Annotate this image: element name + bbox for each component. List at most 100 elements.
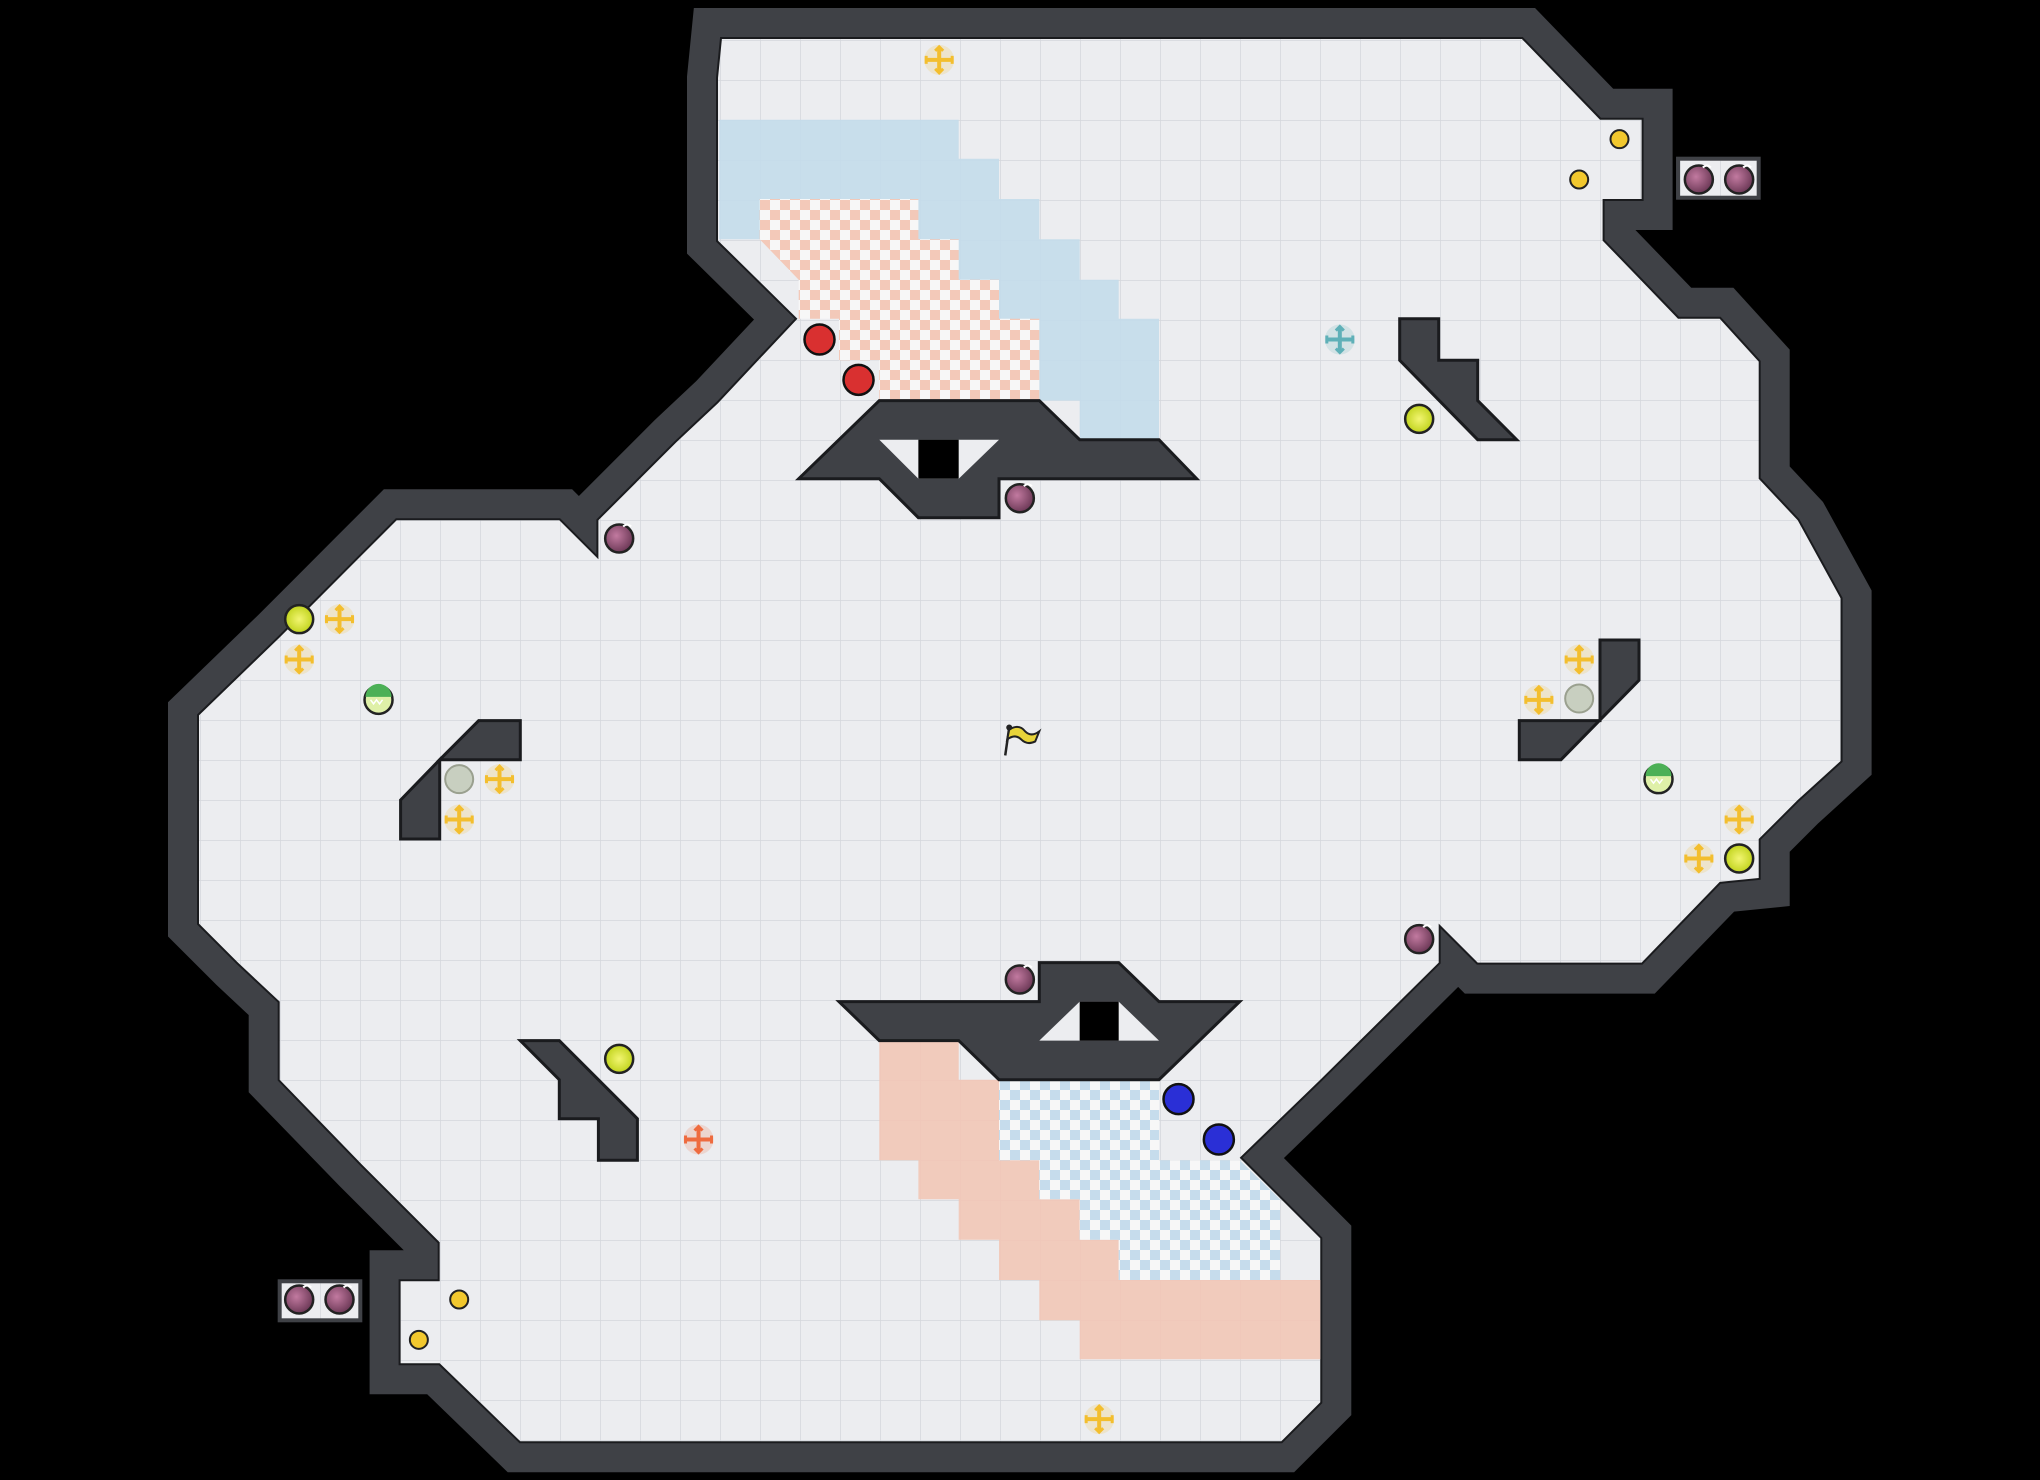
bomb-icon[interactable] xyxy=(603,523,635,554)
portal-icon[interactable] xyxy=(1569,169,1590,190)
bomb-icon[interactable] xyxy=(1403,923,1435,955)
bomb-body xyxy=(1004,482,1036,514)
spike-marker-icon[interactable] xyxy=(1643,763,1674,795)
portal-icon[interactable] xyxy=(449,1289,470,1310)
blue-player-2[interactable] xyxy=(1202,1123,1236,1156)
red-player-2[interactable] xyxy=(842,363,875,397)
bomb-icon[interactable] xyxy=(1683,164,1715,195)
boost-icon[interactable] xyxy=(924,44,955,75)
map-objects[interactable] xyxy=(283,44,1755,1435)
flag-icon[interactable] xyxy=(1003,724,1042,756)
bomb-body xyxy=(1004,964,1036,995)
bomb-body xyxy=(603,523,635,554)
red-checker-zone xyxy=(759,199,1040,401)
boost-arrow xyxy=(294,644,305,652)
bomb-icon[interactable] xyxy=(324,1284,355,1315)
boost-arrow xyxy=(494,787,505,795)
bomb-icon[interactable] xyxy=(1723,164,1755,195)
boost-arrow xyxy=(494,764,505,772)
flag-top xyxy=(1006,724,1013,731)
spike-mark xyxy=(369,698,384,706)
boost-arrow xyxy=(1734,827,1745,835)
blue-team-boost-icon[interactable] xyxy=(1324,324,1355,355)
boost-cross xyxy=(1685,845,1712,872)
inner-wall-top-right xyxy=(1398,317,1521,442)
boost-arrow xyxy=(1533,707,1544,715)
boost-arrow xyxy=(934,44,945,52)
bomb-fuse xyxy=(1702,164,1712,169)
inner-walls xyxy=(399,317,1641,1162)
boost-arrow xyxy=(334,627,345,635)
boost-arrow xyxy=(934,67,945,75)
bomb-icon[interactable] xyxy=(1004,482,1036,514)
portal-icon[interactable] xyxy=(1609,129,1630,150)
red-team-boost-icon[interactable] xyxy=(683,1124,714,1155)
boost-arrow xyxy=(693,1147,704,1155)
boost-arrow xyxy=(1094,1404,1105,1412)
inner-wall-left-a xyxy=(436,719,522,762)
wall-hole-bottom xyxy=(1079,1001,1119,1041)
bomb-fuse xyxy=(342,1284,353,1289)
bomb-fuse xyxy=(1023,964,1033,969)
gate-button-icon[interactable] xyxy=(1564,683,1595,714)
spike-top xyxy=(365,683,392,697)
boost-icon[interactable] xyxy=(1523,684,1554,715)
inner-wall-right xyxy=(1517,638,1641,762)
powerup-icon[interactable] xyxy=(603,1043,635,1075)
boost-icon[interactable] xyxy=(484,764,515,795)
red-player-1[interactable] xyxy=(803,323,836,356)
flag-cloth xyxy=(1005,725,1042,745)
boost-arrow xyxy=(1094,1427,1105,1435)
powerup-icon[interactable] xyxy=(1723,843,1755,874)
bomb-fuse xyxy=(622,523,632,528)
boost-arrow xyxy=(1334,347,1345,355)
powerup-icon[interactable] xyxy=(1403,403,1435,435)
wall-hole-top xyxy=(918,439,959,479)
portal-icon[interactable] xyxy=(408,1329,429,1350)
spike-mark xyxy=(1649,777,1664,785)
boost-cross xyxy=(286,646,313,673)
inner-wall-bottom-center xyxy=(835,961,1244,1082)
boost-icon[interactable] xyxy=(1084,1404,1115,1435)
boost-arrow xyxy=(454,804,465,812)
boost-icon[interactable] xyxy=(284,644,315,675)
team-zones xyxy=(719,119,1321,1360)
bomb-fuse xyxy=(302,1284,312,1289)
gate-button-icon[interactable] xyxy=(444,764,475,795)
boost-cross xyxy=(1566,646,1593,673)
boost-cross xyxy=(926,46,953,73)
boost-arrow xyxy=(693,1124,704,1132)
boost-arrow xyxy=(1574,644,1585,652)
boost-icon[interactable] xyxy=(1564,644,1595,675)
boost-cross xyxy=(685,1126,712,1153)
powerup-icon[interactable] xyxy=(283,603,315,635)
bomb-icon[interactable] xyxy=(283,1284,315,1315)
inner-wall-top-center xyxy=(794,399,1201,520)
boost-cross xyxy=(1726,806,1753,833)
bomb-body xyxy=(283,1284,315,1315)
bomb-body xyxy=(1723,164,1755,195)
blue-checker-zone xyxy=(999,1079,1280,1280)
boost-icon[interactable] xyxy=(324,604,355,635)
blue-player-1[interactable] xyxy=(1162,1082,1195,1116)
boost-icon[interactable] xyxy=(444,804,475,835)
boost-icon[interactable] xyxy=(1683,843,1714,874)
inner-wall-bottom-left xyxy=(516,1039,639,1162)
boost-arrow xyxy=(1693,843,1704,851)
boost-arrow xyxy=(1693,866,1704,874)
boost-cross xyxy=(486,766,513,793)
spike-marker-icon[interactable] xyxy=(363,683,394,716)
boost-arrow xyxy=(1533,684,1544,692)
bomb-icon[interactable] xyxy=(1004,964,1036,995)
bomb-fuse xyxy=(1023,483,1033,487)
boost-icon[interactable] xyxy=(1724,804,1755,835)
boost-cross xyxy=(1086,1406,1113,1433)
inner-wall-left-b xyxy=(399,755,442,841)
bomb-body xyxy=(1403,923,1435,955)
boost-cross xyxy=(1525,686,1552,713)
bomb-fuse xyxy=(1742,164,1752,169)
boost-arrow xyxy=(1734,804,1745,812)
red-zone-bottom xyxy=(879,1040,1321,1360)
